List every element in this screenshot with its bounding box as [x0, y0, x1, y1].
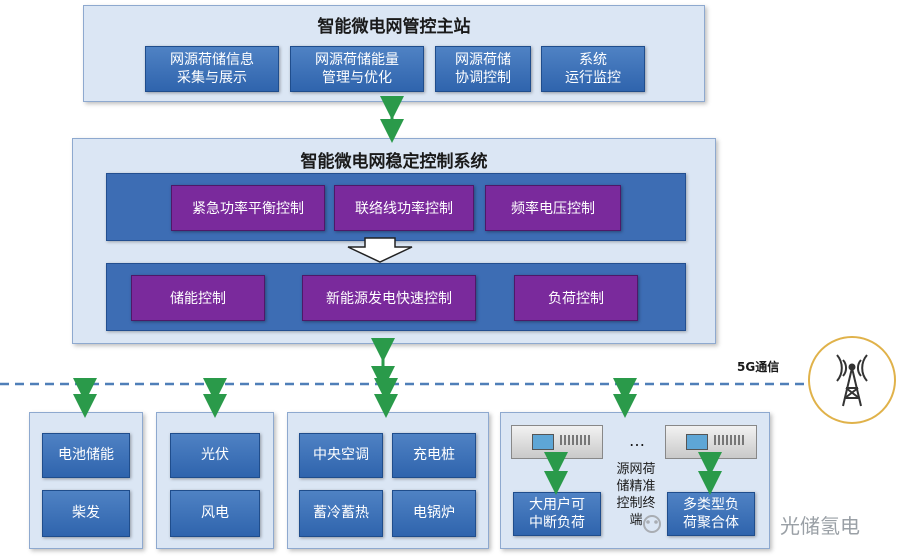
stability-system-panel: 智能微电网稳定控制系统 紧急功率平衡控制 联络线功率控制 频率电压控制 储能控制… — [72, 138, 716, 344]
terminal-screen — [686, 434, 708, 450]
upper-control-group: 紧急功率平衡控制 联络线功率控制 频率电压控制 — [106, 173, 686, 241]
control-emergency-power-balance[interactable]: 紧急功率平衡控制 — [171, 185, 325, 231]
load-interruptible-large-user[interactable]: 大用户可 中断负荷 — [513, 492, 601, 536]
terminal-vent — [560, 435, 590, 445]
device-diesel-generator[interactable]: 柴发 — [42, 490, 130, 537]
control-energy-storage[interactable]: 储能控制 — [131, 275, 265, 321]
device-wind-power[interactable]: 风电 — [170, 490, 260, 537]
module-system-monitoring[interactable]: 系统 运行监控 — [541, 46, 645, 92]
storage-panel: 电池储能 柴发 — [29, 412, 143, 549]
control-renewable-fast[interactable]: 新能源发电快速控制 — [302, 275, 476, 321]
device-photovoltaic[interactable]: 光伏 — [170, 433, 260, 478]
renewable-panel: 光伏 风电 — [156, 412, 274, 549]
control-tieline-power[interactable]: 联络线功率控制 — [334, 185, 474, 231]
hollow-arrow-shape — [347, 237, 413, 263]
terminal-vent — [714, 435, 744, 445]
device-central-ac[interactable]: 中央空调 — [299, 433, 383, 478]
lower-control-group: 储能控制 新能源发电快速控制 负荷控制 — [106, 263, 686, 331]
module-energy-management[interactable]: 网源荷储能量 管理与优化 — [290, 46, 424, 92]
5g-tower-icon — [808, 336, 896, 424]
master-station-title: 智能微电网管控主站 — [317, 17, 471, 37]
master-station-panel: 智能微电网管控主站 网源荷储信息 采集与展示 网源荷储能量 管理与优化 网源荷储… — [83, 5, 705, 102]
module-coordinated-control[interactable]: 网源荷储 协调控制 — [435, 46, 531, 92]
control-frequency-voltage[interactable]: 频率电压控制 — [485, 185, 621, 231]
device-cold-heat-storage[interactable]: 蓄冷蓄热 — [299, 490, 383, 537]
device-charging-pile[interactable]: 充电桩 — [392, 433, 476, 478]
device-electric-boiler[interactable]: 电锅炉 — [392, 490, 476, 537]
terminal-screen — [532, 434, 554, 450]
stability-system-title: 智能微电网稳定控制系统 — [300, 152, 488, 172]
device-battery-storage[interactable]: 电池储能 — [42, 433, 130, 478]
loads-panel: 中央空调 充电桩 蓄冷蓄热 电锅炉 — [287, 412, 489, 549]
load-aggregated-multi-type[interactable]: 多类型负 荷聚合体 — [667, 492, 755, 536]
ellipsis: … — [629, 431, 645, 450]
network-label: 5G通信 — [737, 360, 780, 374]
module-info-collection[interactable]: 网源荷储信息 采集与展示 — [145, 46, 279, 92]
watermark-logo — [643, 515, 661, 533]
watermark-text: 光储氢电 — [780, 514, 860, 538]
terminal-description: 源网荷 储精准 控制终 端 — [616, 462, 656, 528]
control-load[interactable]: 负荷控制 — [514, 275, 638, 321]
